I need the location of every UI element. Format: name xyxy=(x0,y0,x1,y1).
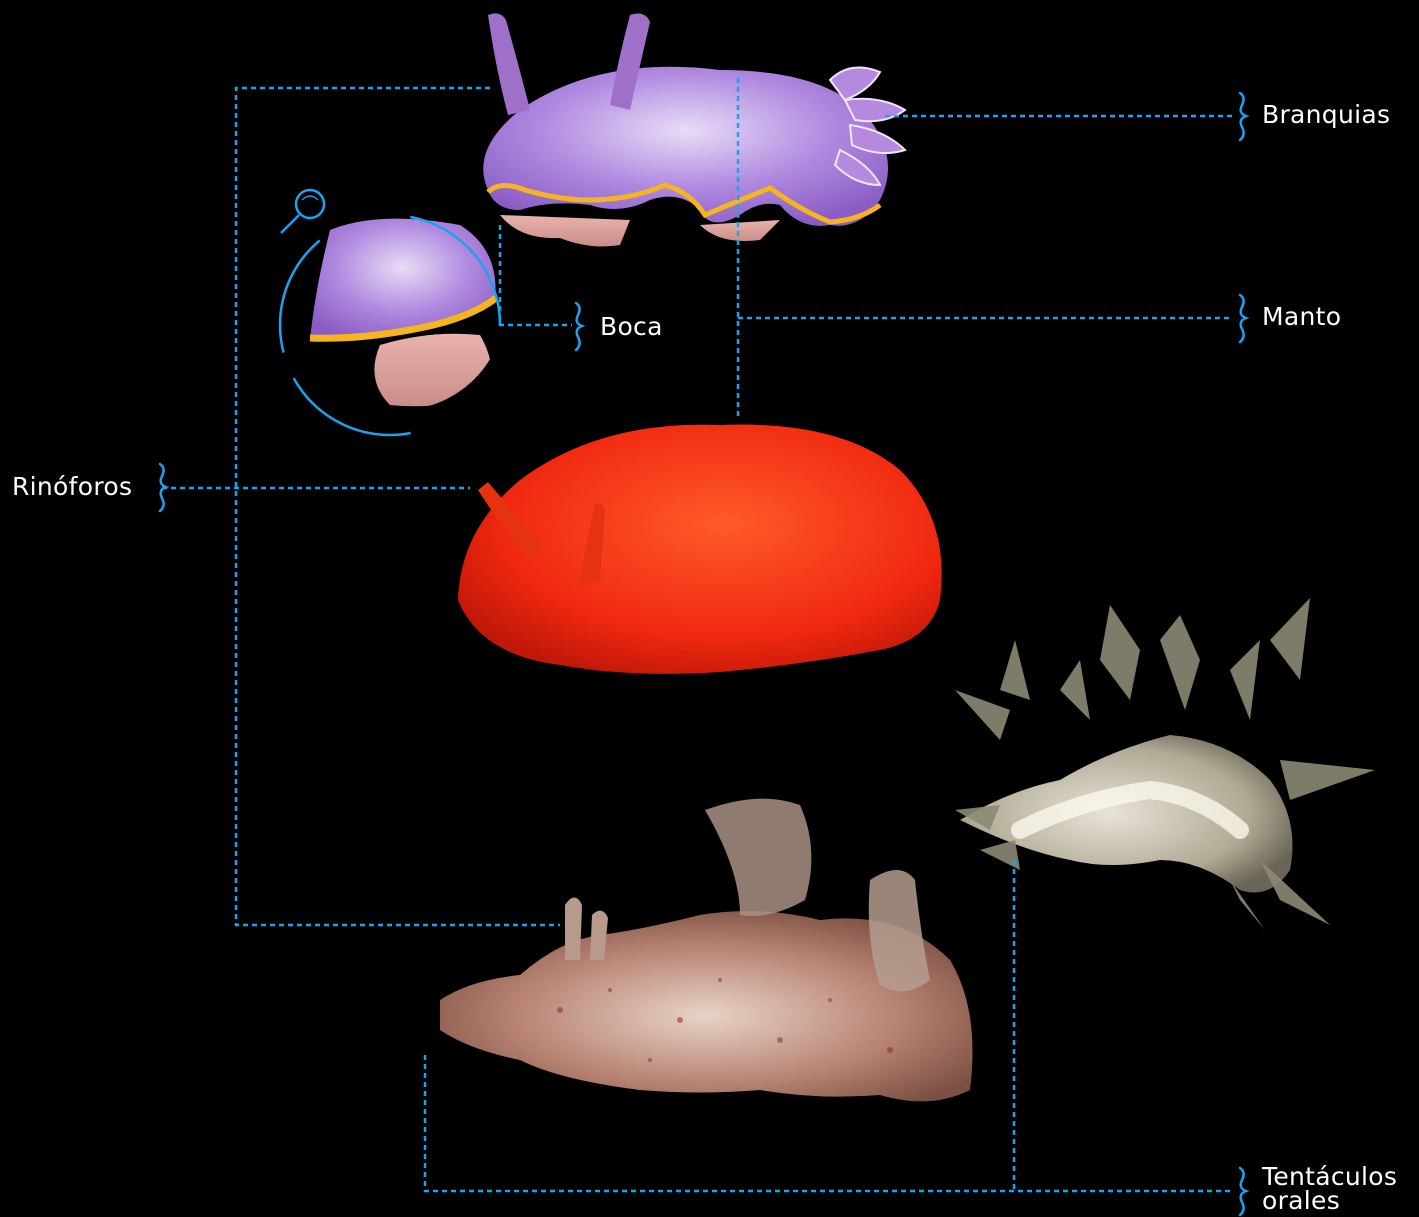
label-branquias: Branquias xyxy=(1262,101,1390,129)
mouth-zoom-image xyxy=(280,200,505,435)
brace-icon xyxy=(160,464,166,511)
label-rinoforos: Rinóforos xyxy=(12,473,132,501)
label-manto: Manto xyxy=(1262,303,1341,331)
red-nudibranch-image xyxy=(458,425,942,674)
magnifier-icon xyxy=(281,190,324,233)
brace-icon xyxy=(1240,295,1246,342)
label-boca: Boca xyxy=(600,313,663,341)
label-tentaculos-line2: orales xyxy=(1262,1189,1397,1213)
translucent-nudibranch-image xyxy=(955,598,1375,930)
brace-icon xyxy=(1240,1168,1246,1215)
brace-icon xyxy=(1240,93,1246,140)
mottled-nudibranch-image xyxy=(440,799,973,1102)
label-tentaculos-orales: Tentáculos orales xyxy=(1262,1165,1397,1213)
brace-icon xyxy=(576,303,582,350)
boca-leader xyxy=(500,225,572,325)
violet-nudibranch-image xyxy=(483,13,905,246)
